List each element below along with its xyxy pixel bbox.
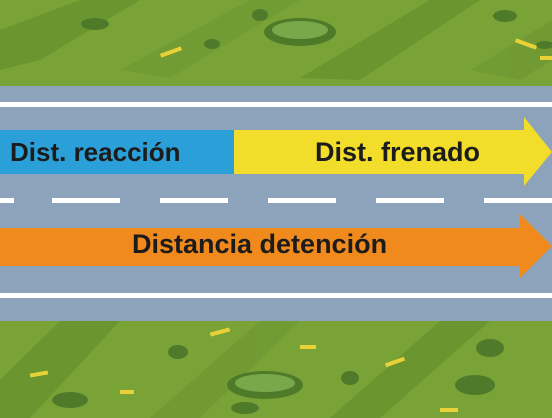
road-center-dashes xyxy=(0,198,552,203)
bottom-bushes xyxy=(52,339,504,414)
bottom-grass-stripes xyxy=(0,321,490,418)
road-edge-line-bottom xyxy=(0,293,552,298)
stopping-distance-label: Distancia detención xyxy=(132,229,388,259)
reaction-distance-segment xyxy=(0,130,234,174)
stopping-distance-arrow xyxy=(0,214,552,278)
road-surface xyxy=(0,86,552,321)
top-flowers xyxy=(159,38,552,60)
bottom-flowers xyxy=(29,327,458,412)
reaction-distance-label: Dist. reacción xyxy=(10,137,181,167)
braking-distance-label: Dist. frenado xyxy=(315,137,481,167)
top-bushes xyxy=(81,9,552,49)
road-edge-line-top xyxy=(0,102,552,107)
braking-distance-arrow xyxy=(234,117,552,186)
